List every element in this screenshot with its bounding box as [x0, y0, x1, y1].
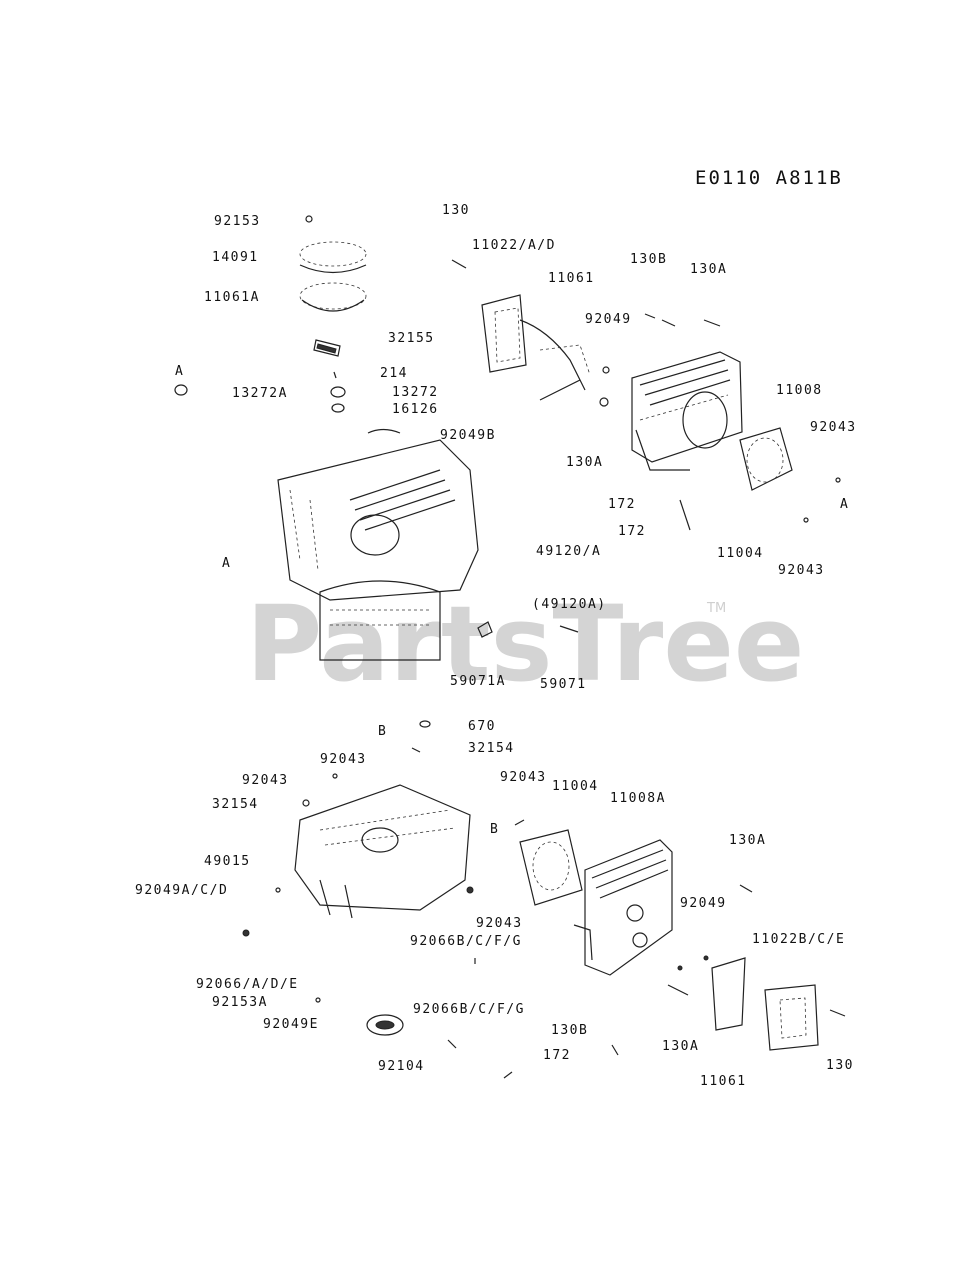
part-label-92066-a-d-e[interactable]: 92066/A/D/E — [196, 977, 299, 992]
part-label-32154-2[interactable]: 32154 — [212, 797, 259, 812]
part-label-13272[interactable]: 13272 — [392, 385, 439, 400]
part-label-32154[interactable]: 32154 — [468, 741, 515, 756]
part-label-92043-2[interactable]: 92043 — [778, 563, 825, 578]
part-label-92066b-c-f-g-2[interactable]: 92066B/C/F/G — [413, 1002, 525, 1017]
part-label-13272a[interactable]: 13272A — [232, 386, 288, 401]
part-label-92066b-c-f-g[interactable]: 92066B/C/F/G — [410, 934, 522, 949]
part-label-11008[interactable]: 11008 — [776, 383, 823, 398]
watermark-trademark: TM — [706, 601, 726, 616]
part-label-11061a[interactable]: 11061A — [204, 290, 260, 305]
bottom-assembly-drawing — [242, 720, 846, 1079]
part-label-92104[interactable]: 92104 — [378, 1059, 425, 1074]
ref-marker-a-2: A — [840, 497, 849, 512]
part-label-32155[interactable]: 32155 — [388, 331, 435, 346]
part-label-214[interactable]: 214 — [380, 366, 408, 381]
part-label-670[interactable]: 670 — [468, 719, 496, 734]
ref-marker-a-3: A — [222, 556, 231, 571]
part-label-11061[interactable]: 11061 — [548, 271, 595, 286]
part-label-92153a[interactable]: 92153A — [212, 995, 268, 1010]
part-label-92153[interactable]: 92153 — [214, 214, 261, 229]
part-label-92043-3[interactable]: 92043 — [320, 752, 367, 767]
ref-marker-b-2: B — [490, 822, 499, 837]
part-label-92049-2[interactable]: 92049 — [680, 896, 727, 911]
part-label-11004[interactable]: 11004 — [717, 546, 764, 561]
part-label-11022b-c-e[interactable]: 11022B/C/E — [752, 932, 845, 947]
top-assembly-drawing — [174, 215, 841, 661]
part-label-172-3[interactable]: 172 — [543, 1048, 571, 1063]
ref-marker-a: A — [175, 364, 184, 379]
part-label-130b-2[interactable]: 130B — [551, 1023, 588, 1038]
diagram-code: E0110 A811B — [695, 167, 843, 189]
part-label-130a-4[interactable]: 130A — [662, 1039, 699, 1054]
part-label-92043-5[interactable]: 92043 — [500, 770, 547, 785]
part-label-14091[interactable]: 14091 — [212, 250, 259, 265]
part-label-130[interactable]: 130 — [442, 203, 470, 218]
part-label-92049e[interactable]: 92049E — [263, 1017, 319, 1032]
part-label-92049[interactable]: 92049 — [585, 312, 632, 327]
part-label-130b[interactable]: 130B — [630, 252, 667, 267]
part-label-11008a[interactable]: 11008A — [610, 791, 666, 806]
ref-marker-b: B — [378, 724, 387, 739]
part-label-92049a-c-d[interactable]: 92049A/C/D — [135, 883, 228, 898]
part-label-49120-a[interactable]: 49120/A — [536, 544, 601, 559]
part-label-130-2[interactable]: 130 — [826, 1058, 854, 1073]
part-labels: 92153 130 11022/A/D 14091 11061 130B 130… — [135, 203, 857, 1089]
part-label-130a-3[interactable]: 130A — [729, 833, 766, 848]
part-label-11004-2[interactable]: 11004 — [552, 779, 599, 794]
part-label-49015[interactable]: 49015 — [204, 854, 251, 869]
part-label-59071a[interactable]: 59071A — [450, 674, 506, 689]
part-label-16126[interactable]: 16126 — [392, 402, 439, 417]
part-label-130a-2[interactable]: 130A — [566, 455, 603, 470]
part-label-92049b[interactable]: 92049B — [440, 428, 496, 443]
part-label-92043-4[interactable]: 92043 — [242, 773, 289, 788]
part-label-49120a-paren[interactable]: (49120A) — [532, 597, 607, 612]
part-label-92043-6[interactable]: 92043 — [476, 916, 523, 931]
part-label-172[interactable]: 172 — [608, 497, 636, 512]
part-label-130a[interactable]: 130A — [690, 262, 727, 277]
part-label-59071[interactable]: 59071 — [540, 677, 587, 692]
part-label-11061-2[interactable]: 11061 — [700, 1074, 747, 1089]
part-label-11022-a-d[interactable]: 11022/A/D — [472, 238, 556, 253]
watermark-logo: PartsTree — [246, 583, 804, 705]
part-label-172-2[interactable]: 172 — [618, 524, 646, 539]
part-label-92043[interactable]: 92043 — [810, 420, 857, 435]
